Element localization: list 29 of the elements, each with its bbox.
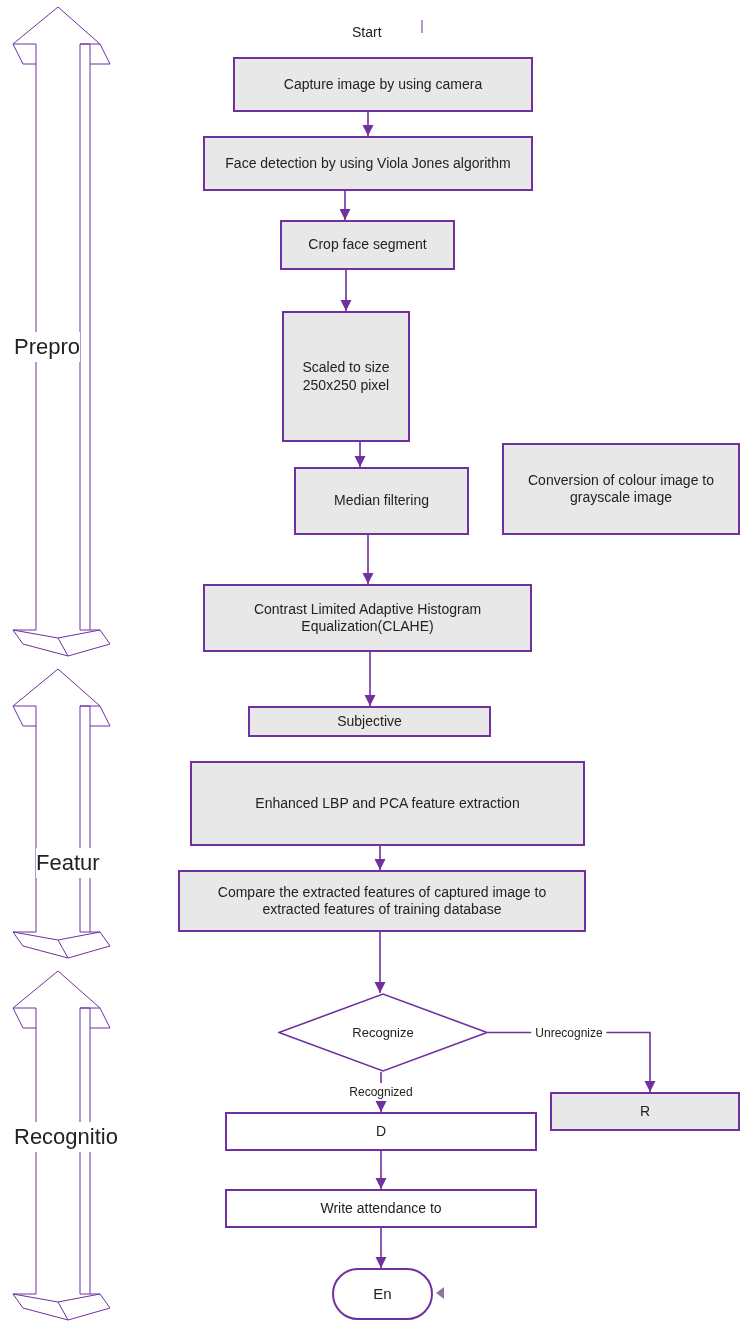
process-box: Capture image by using camera bbox=[233, 57, 533, 112]
process-box: R bbox=[550, 1092, 740, 1131]
start-label: Start bbox=[352, 23, 382, 42]
decision-label: Recognize bbox=[352, 1023, 414, 1042]
arrow bbox=[354, 441, 366, 468]
process-box: Enhanced LBP and PCA feature extraction bbox=[190, 761, 585, 846]
arrow bbox=[339, 190, 351, 221]
process-box: D bbox=[225, 1112, 537, 1151]
arrow bbox=[362, 111, 374, 137]
arrow bbox=[375, 1227, 387, 1269]
process-box: Median filtering bbox=[294, 467, 469, 535]
arrow bbox=[364, 651, 376, 707]
arrow bbox=[375, 1150, 387, 1190]
process-box: Write attendance to bbox=[225, 1189, 537, 1228]
process-box: Subjective bbox=[248, 706, 491, 737]
process-box: Compare the extracted features of captured image to extracted features of training database bbox=[178, 870, 586, 932]
process-box: Crop face segment bbox=[280, 220, 455, 270]
phase-label: Recognitio bbox=[14, 1122, 118, 1152]
phase-label: Featur bbox=[36, 848, 100, 878]
phase-label: Prepro bbox=[14, 332, 81, 362]
process-box: Scaled to size 250x250 pixel bbox=[282, 311, 410, 442]
arrow bbox=[362, 534, 374, 585]
process-box: Conversion of colour image to grayscale image bbox=[502, 443, 740, 535]
arrow bbox=[374, 931, 386, 994]
arrow bbox=[374, 845, 386, 871]
decision-diamond bbox=[278, 993, 488, 1072]
process-box: Face detection by using Viola Jones algorithm bbox=[203, 136, 533, 191]
process-box: Contrast Limited Adaptive Histogram Equalization(CLAHE) bbox=[203, 584, 532, 652]
arrow bbox=[340, 269, 352, 312]
